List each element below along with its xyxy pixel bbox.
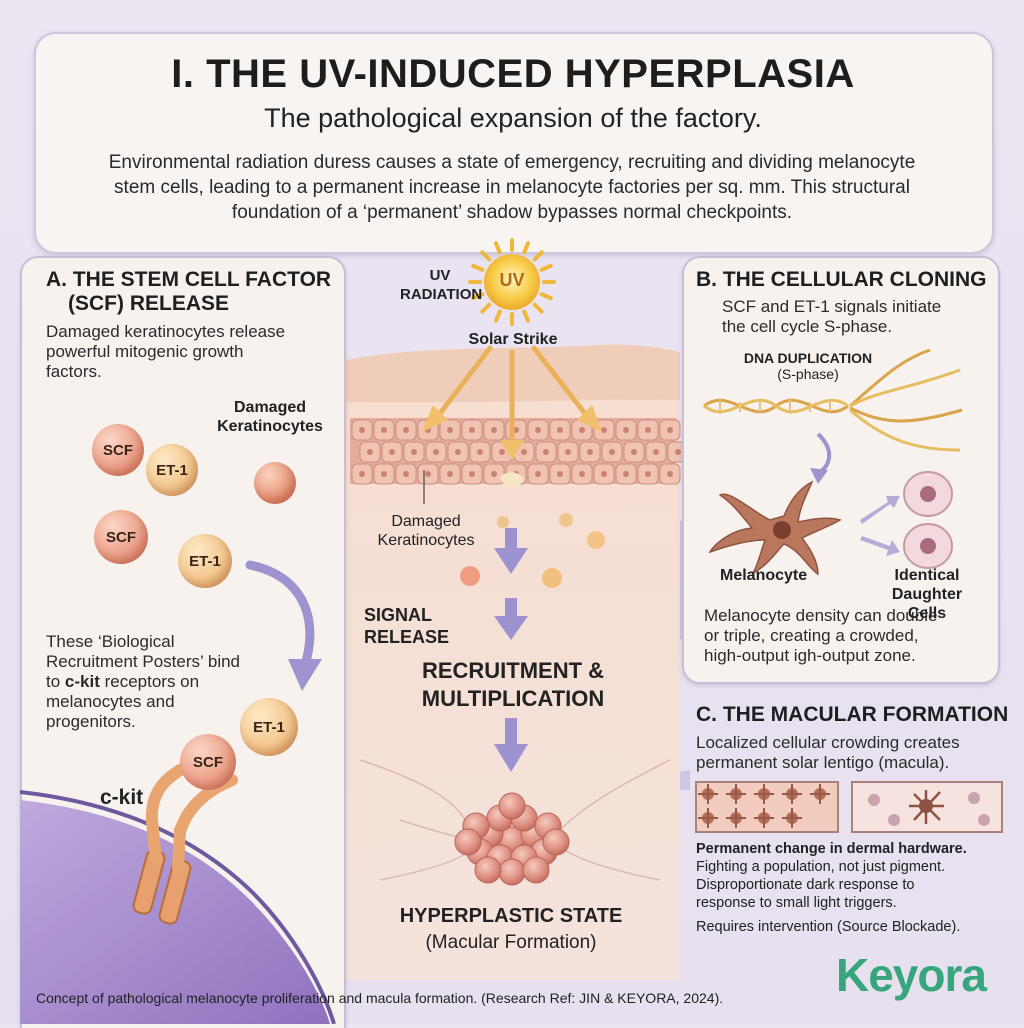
recruitment-label: RECRUITMENT & MULTIPLICATION	[408, 657, 618, 713]
hyperplastic-state-title: HYPERPLASTIC STATE	[399, 905, 623, 927]
title-line: A. THE STEM CELL FACTOR	[46, 268, 332, 291]
panel-b-description: SCF and ET-1 signals initiate the cell c…	[722, 297, 941, 337]
label-line: RECRUITMENT &	[421, 658, 605, 683]
footer-caption: Concept of pathological melanocyte proli…	[36, 990, 724, 1006]
damage-burst	[500, 472, 524, 488]
et1-ball: ET-1	[240, 698, 298, 756]
ckit-label: c-kit	[100, 786, 144, 809]
dna-and-cells-illustration	[703, 348, 963, 576]
note-line: high-output igh-output zone.	[704, 646, 916, 665]
note-line: Melanocyte density can double	[704, 606, 938, 625]
daughter-cells-label: Identical Daughter Cells	[872, 566, 982, 623]
note-line: progenitors.	[46, 712, 136, 731]
note-line: These ‘Biological	[46, 632, 175, 651]
note-line: response to small light triggers.	[696, 895, 897, 911]
note-line: Fighting a population, not just pigment.	[696, 859, 946, 875]
intro-line: foundation of a ‘permanent’ shadow bypas…	[231, 202, 793, 223]
note-line: Disproportionate dark response to	[696, 877, 915, 893]
intro-line: stem cells, leading to a permanent incre…	[114, 177, 910, 198]
damaged-keratinocytes-center: Damaged Keratinocytes	[360, 512, 492, 550]
note-line: melanocytes and	[46, 692, 175, 711]
panel-a-description: Damaged keratinocytes release powerful m…	[46, 322, 285, 382]
dna-subtitle: (S-phase)	[777, 366, 839, 382]
note-line: or triple, creating a crowded,	[704, 626, 919, 645]
label-line: Keratinocytes	[217, 418, 323, 435]
curved-arrow-icon	[245, 560, 322, 691]
et1-ball: ET-1	[146, 444, 198, 496]
down-arrows	[494, 528, 528, 772]
cell-membrane-illustration	[20, 764, 336, 1024]
keyora-logo: Keyora	[836, 949, 987, 1001]
label-line: Damaged	[233, 399, 307, 416]
panel-b-title: B. THE CELLULAR CLONING	[696, 268, 987, 291]
dna-title: DNA DUPLICATION	[743, 350, 873, 366]
intro-line: Environmental radiation duress causes a …	[108, 152, 916, 173]
label-line: MULTIPLICATION	[421, 686, 605, 711]
uv-label-line: UV	[429, 267, 451, 284]
note-text: to	[46, 672, 65, 691]
signal-particles	[460, 513, 605, 588]
scf-ball: SCF	[92, 424, 144, 476]
damaged-keratinocyte-ball	[254, 462, 296, 504]
label-line: RELEASE	[364, 627, 450, 647]
label-line: Daughter Cells	[891, 586, 963, 622]
sun-icon	[468, 238, 556, 326]
panel-c-notes: Permanent change in dermal hardware. Fig…	[696, 840, 967, 936]
label-line: Keratinocytes	[377, 532, 475, 549]
keratinocyte-grid	[351, 419, 689, 485]
note-line: Recruitment Posters’ bind	[46, 652, 241, 671]
panel-a-note: These ‘Biological Recruitment Posters’ b…	[46, 632, 240, 732]
dna-duplication-label: DNA DUPLICATION (S-phase)	[738, 350, 878, 382]
desc-line: factors.	[46, 362, 102, 381]
hyperplastic-state-subtitle: (Macular Formation)	[425, 932, 597, 953]
skin-layer	[346, 344, 680, 981]
panel-a-title: A. THE STEM CELL FACTOR (SCF) RELEASE	[46, 268, 331, 316]
uv-label-line: RADIATION	[400, 286, 483, 303]
final-note: Requires intervention (Source Blockade).	[696, 919, 961, 935]
desc-line: Damaged keratinocytes release	[46, 322, 286, 341]
label-line: Identical	[894, 567, 960, 584]
panel-b-note: Melanocyte density can double or triple,…	[704, 606, 937, 666]
intro-text: Environmental radiation duress causes a …	[60, 150, 964, 225]
note-line: to c-kit receptors on	[46, 672, 240, 692]
scf-ball: SCF	[94, 510, 148, 564]
bold-note: Permanent change in dermal hardware.	[696, 841, 967, 857]
scf-ball: SCF	[180, 734, 236, 790]
page-title: I. THE UV-INDUCED HYPERPLASIA	[171, 52, 855, 96]
macula-comparison-illustration	[695, 781, 1003, 833]
sun-label: UV	[499, 270, 525, 290]
page-subtitle: The pathological expansion of the factor…	[264, 103, 762, 133]
uv-arrow-heads	[422, 405, 602, 460]
panel-c-title: C. THE MACULAR FORMATION	[696, 703, 1009, 726]
desc-line: the cell cycle S-phase.	[722, 317, 893, 336]
hyperplastic-cluster	[454, 792, 570, 886]
desc-line: permanent solar lentigo (macula).	[696, 753, 950, 772]
uv-arrows	[432, 345, 593, 443]
note-text: receptors on	[99, 672, 200, 691]
melanocyte-label: Melanocyte	[720, 567, 808, 584]
title-line: (SCF) RELEASE	[68, 292, 230, 315]
panel-b	[682, 256, 1000, 684]
signal-release-label: SIGNAL RELEASE	[364, 604, 449, 648]
label-line: Damaged	[391, 513, 461, 530]
desc-line: powerful mitogenic growth	[46, 342, 244, 361]
desc-line: SCF and ET-1 signals initiate	[722, 297, 942, 316]
ckit-emphasis: c-kit	[64, 672, 100, 691]
header-card	[34, 32, 994, 254]
label-line: SIGNAL	[364, 605, 433, 625]
uv-radiation-label: UV RADIATION	[400, 266, 483, 304]
et1-ball: ET-1	[178, 534, 232, 588]
panel-c-description: Localized cellular crowding creates perm…	[696, 733, 960, 773]
desc-line: Localized cellular crowding creates	[696, 733, 960, 752]
damaged-keratinocytes-label: Damaged Keratinocytes	[200, 398, 340, 436]
solar-strike-label: Solar Strike	[468, 331, 558, 348]
